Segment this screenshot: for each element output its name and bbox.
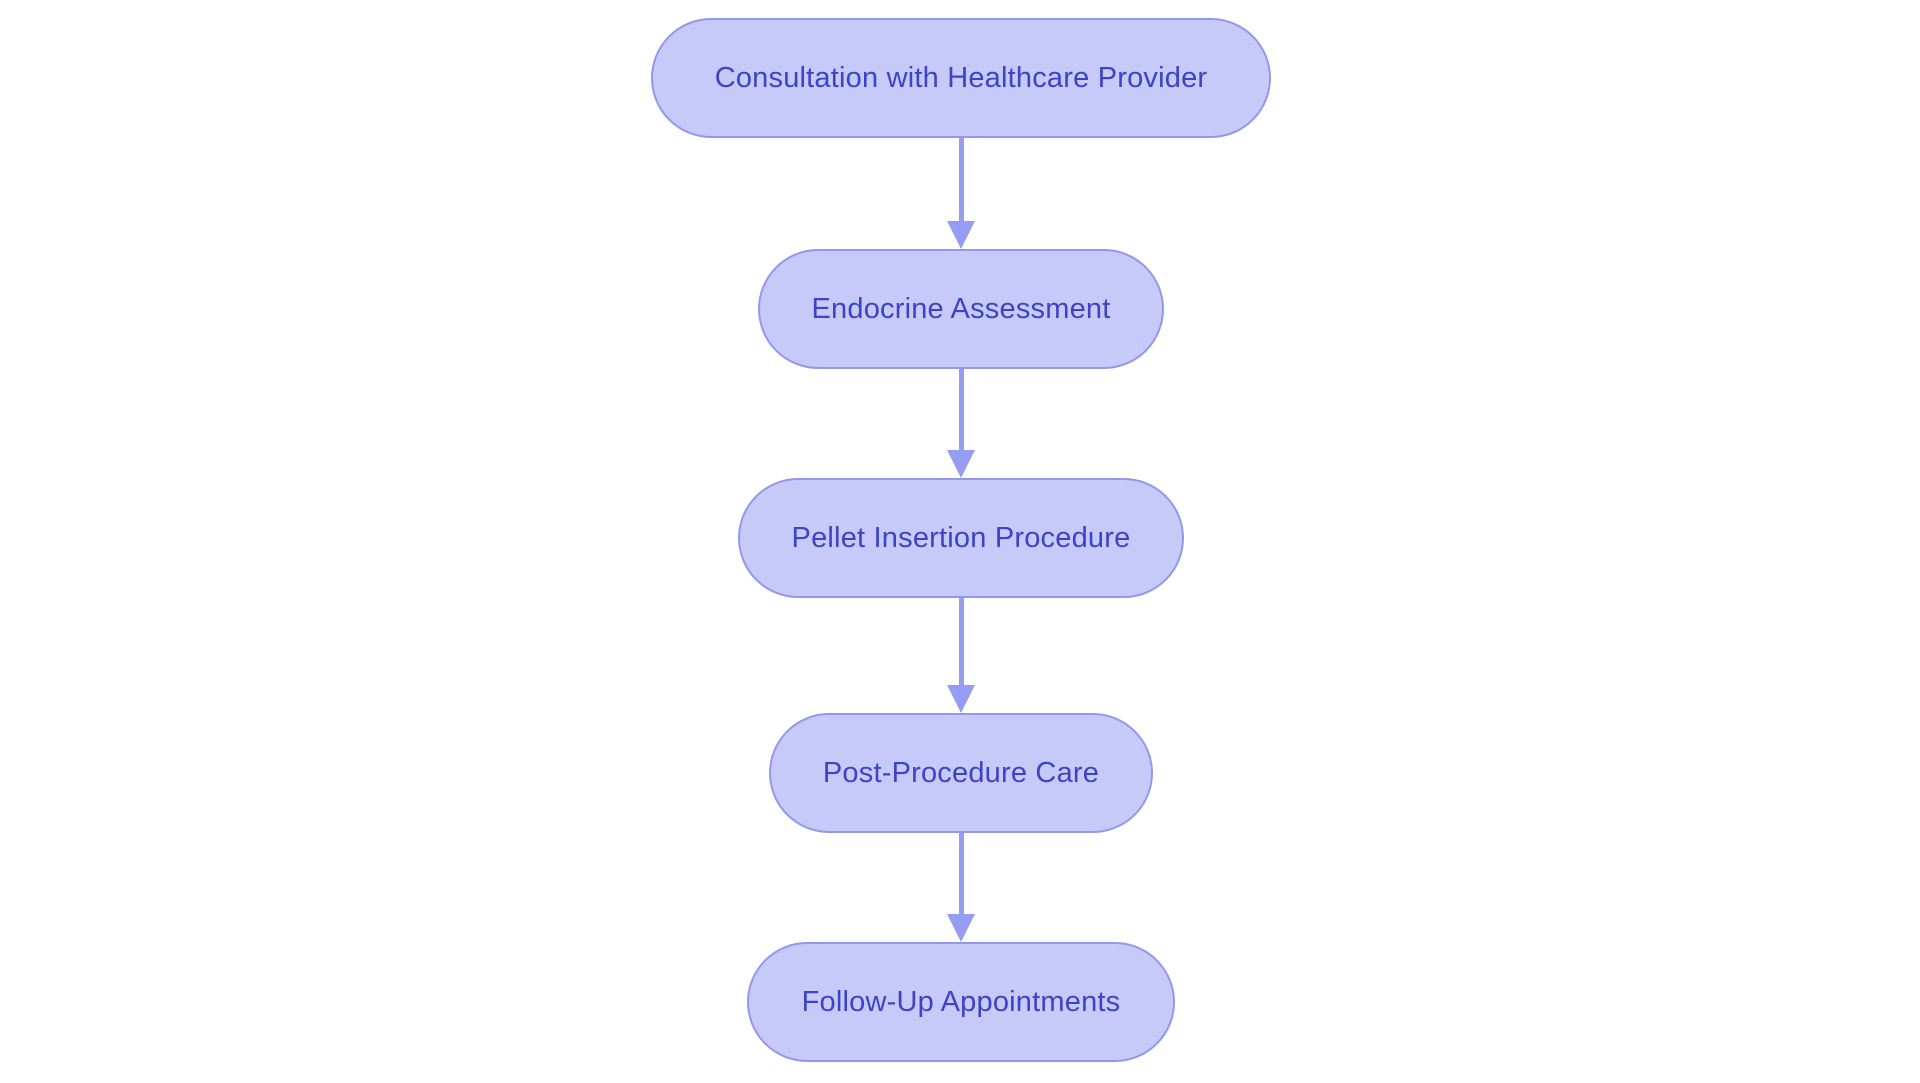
arrow-shaft <box>958 833 964 914</box>
flow-node-label: Post-Procedure Care <box>822 756 1100 789</box>
arrowhead-icon <box>947 450 975 478</box>
arrow-down-icon <box>947 598 975 713</box>
arrowhead-icon <box>947 221 975 249</box>
flow-node-pellet-insertion: Pellet Insertion Procedure <box>738 478 1184 598</box>
flow-node-label: Consultation with Healthcare Provider <box>714 61 1208 94</box>
flow-node-label: Follow-Up Appointments <box>801 985 1121 1018</box>
arrow-shaft <box>958 138 964 221</box>
flow-node-label: Endocrine Assessment <box>811 292 1111 325</box>
arrow-shaft <box>958 369 964 450</box>
arrow-down-icon <box>947 833 975 942</box>
flow-node-follow-up-appointments: Follow-Up Appointments <box>747 942 1175 1062</box>
flow-node-endocrine-assessment: Endocrine Assessment <box>758 249 1164 369</box>
arrow-shaft <box>958 598 964 685</box>
flow-node-post-procedure-care: Post-Procedure Care <box>769 713 1153 833</box>
flow-node-label: Pellet Insertion Procedure <box>791 521 1131 554</box>
arrowhead-icon <box>947 914 975 942</box>
arrow-down-icon <box>947 369 975 478</box>
arrowhead-icon <box>947 685 975 713</box>
flow-node-consultation: Consultation with Healthcare Provider <box>651 18 1271 138</box>
arrow-down-icon <box>947 138 975 249</box>
